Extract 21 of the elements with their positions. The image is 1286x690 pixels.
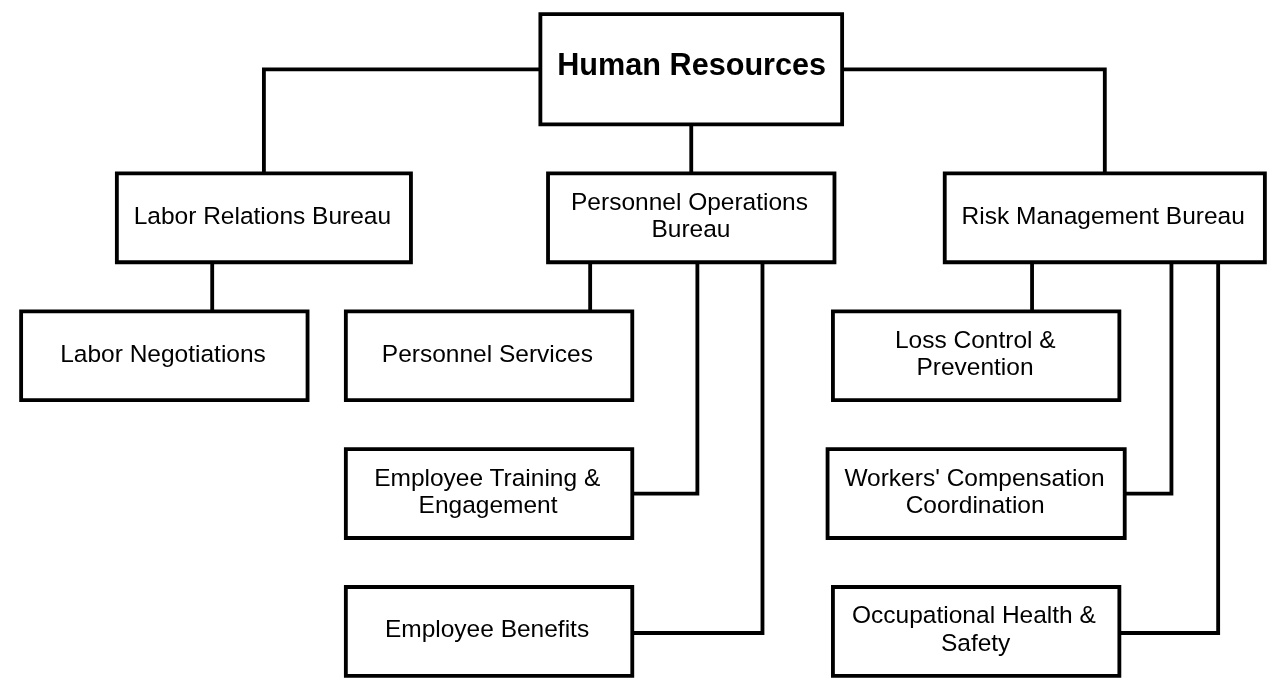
node-box: Human Resources	[538, 12, 845, 127]
connector	[1030, 263, 1034, 311]
connector	[1119, 262, 1221, 635]
connector	[689, 124, 694, 174]
node-box: Risk Management Bureau	[942, 171, 1267, 265]
node-box: Labor Negotiations	[19, 309, 310, 403]
connector	[262, 67, 540, 174]
connector	[210, 263, 215, 311]
node-box: Loss Control & Prevention	[831, 309, 1122, 403]
node-box: Workers' Compensation Coordination	[825, 447, 1127, 540]
connector	[588, 263, 593, 311]
node-box: Employee Training & Engagement	[343, 447, 635, 540]
connector	[632, 262, 765, 635]
node-box: Personnel Operations Bureau	[546, 171, 837, 265]
node-box: Personnel Services	[343, 309, 635, 403]
connector	[842, 67, 1107, 174]
node-box: Employee Benefits	[343, 585, 635, 678]
node-box: Labor Relations Bureau	[114, 171, 413, 265]
connector	[632, 262, 700, 496]
connector	[1125, 262, 1174, 496]
node-box: Occupational Health & Safety	[831, 585, 1122, 678]
